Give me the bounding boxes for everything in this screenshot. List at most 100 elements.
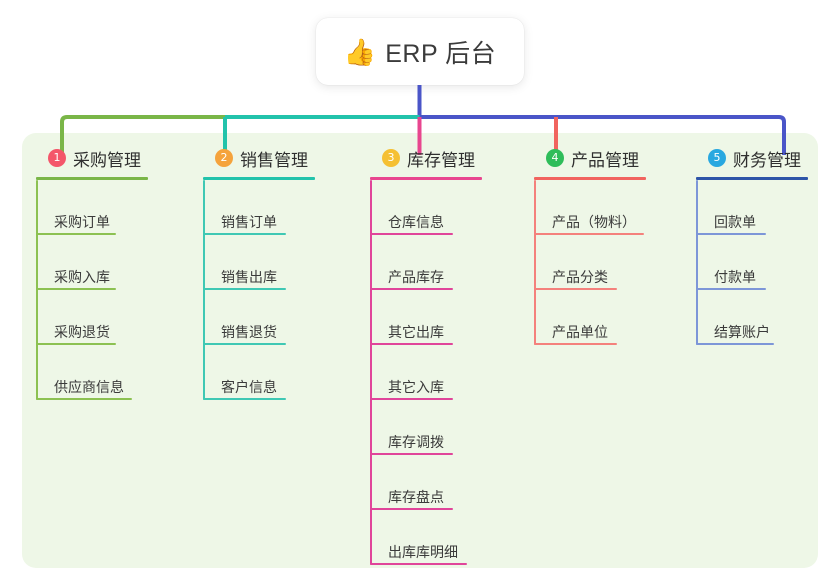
leaf-item-rule [203,343,286,345]
leaf-item[interactable]: 其它入库 [370,345,482,400]
leaf-item[interactable]: 销售退货 [203,290,315,345]
leaf-item-rule [534,343,617,345]
leaf-item-label: 库存盘点 [388,489,444,505]
column-rule-2 [203,177,315,180]
leaf-item-label: 采购入库 [54,269,110,285]
leaf-item[interactable]: 产品单位 [534,290,646,345]
leaf-item[interactable]: 库存调拨 [370,400,482,455]
leaf-item-label: 销售退货 [221,324,277,340]
leaf-item-label: 采购订单 [54,214,110,230]
leaf-item-rule [370,288,453,290]
leaf-item-rule [36,398,132,400]
leaf-list-2: 销售订单销售出库销售退货客户信息 [203,180,315,400]
leaf-item-label: 库存调拨 [388,434,444,450]
leaf-item-rule [370,453,453,455]
column-badge-1: 1 [48,149,66,167]
leaf-item-rule [696,288,766,290]
leaf-item-label: 回款单 [714,214,756,230]
leaf-spine-1 [36,180,38,400]
leaf-item-label: 采购退货 [54,324,110,340]
leaf-spine-4 [534,180,536,345]
column-rule-4 [534,177,646,180]
leaf-item-rule [696,233,766,235]
column-1: 1 采购管理采购订单采购入库采购退货供应商信息 [36,146,148,400]
leaf-item[interactable]: 采购订单 [36,180,148,235]
leaf-item-rule [36,343,116,345]
leaf-item[interactable]: 产品库存 [370,235,482,290]
leaf-item-rule [370,343,453,345]
leaf-item-label: 仓库信息 [388,214,444,230]
column-4: 4 产品管理产品（物料） 产品分类产品单位 [534,146,646,345]
leaf-item[interactable]: 产品（物料） [534,180,646,235]
column-header-1[interactable]: 1 采购管理 [36,146,148,170]
column-rule-3 [370,177,482,180]
leaf-item[interactable]: 客户信息 [203,345,315,400]
leaf-item-rule [370,233,453,235]
leaf-item[interactable]: 出库库明细 [370,510,482,565]
column-badge-2: 2 [215,149,233,167]
leaf-item-rule [370,398,453,400]
leaf-item-rule [696,343,774,345]
leaf-spine-3 [370,180,372,565]
leaf-item[interactable]: 回款单 [696,180,808,235]
leaf-item[interactable]: 付款单 [696,235,808,290]
leaf-item-label: 销售订单 [221,214,277,230]
column-header-3[interactable]: 3 库存管理 [370,146,482,170]
column-rule-1 [36,177,148,180]
leaf-item[interactable]: 库存盘点 [370,455,482,510]
leaf-item-rule [203,288,286,290]
leaf-item-rule [534,233,644,235]
leaf-item-label: 销售出库 [221,269,277,285]
leaf-item-label: 产品（物料） [552,214,636,230]
leaf-item-label: 其它出库 [388,324,444,340]
leaf-item-label: 产品库存 [388,269,444,285]
column-3: 3 库存管理仓库信息产品库存其它出库其它入库库存调拨库存盘点出库库明细 [370,146,482,565]
leaf-item[interactable]: 销售出库 [203,235,315,290]
leaf-item[interactable]: 销售订单 [203,180,315,235]
leaf-item-label: 客户信息 [221,379,277,395]
leaf-item-rule [36,233,116,235]
leaf-item-rule [370,508,453,510]
leaf-list-4: 产品（物料） 产品分类产品单位 [534,180,646,345]
column-badge-4: 4 [546,149,564,167]
column-title-3: 库存管理 [407,150,475,170]
leaf-item-rule [203,398,286,400]
root-node-card[interactable]: 👍 ERP 后台 [316,18,524,85]
column-title-4: 产品管理 [571,150,639,170]
leaf-item[interactable]: 采购入库 [36,235,148,290]
leaf-item-label: 付款单 [714,269,756,285]
leaf-item[interactable]: 采购退货 [36,290,148,345]
leaf-item-rule [36,288,116,290]
leaf-item[interactable]: 结算账户 [696,290,808,345]
leaf-item-rule [534,288,617,290]
leaf-list-5: 回款单付款单结算账户 [696,180,808,345]
column-title-5: 财务管理 [733,150,801,170]
column-title-2: 销售管理 [240,150,308,170]
column-2: 2 销售管理销售订单销售出库销售退货客户信息 [203,146,315,400]
leaf-item[interactable]: 其它出库 [370,290,482,345]
leaf-spine-5 [696,180,698,345]
thumbs-up-icon: 👍 [343,36,377,67]
diagram-background-panel [22,133,818,568]
column-rule-5 [696,177,808,180]
column-header-4[interactable]: 4 产品管理 [534,146,646,170]
leaf-list-3: 仓库信息产品库存其它出库其它入库库存调拨库存盘点出库库明细 [370,180,482,565]
leaf-spine-2 [203,180,205,400]
leaf-item-rule [370,563,467,565]
leaf-item-label: 结算账户 [714,324,770,340]
leaf-item[interactable]: 仓库信息 [370,180,482,235]
leaf-item-label: 出库库明细 [388,544,458,560]
root-node-title: ERP 后台 [385,39,497,68]
leaf-item[interactable]: 供应商信息 [36,345,148,400]
leaf-item[interactable]: 产品分类 [534,235,646,290]
leaf-item-label: 其它入库 [388,379,444,395]
leaf-item-label: 产品分类 [552,269,608,285]
column-badge-3: 3 [382,149,400,167]
leaf-item-rule [203,233,286,235]
leaf-item-label: 产品单位 [552,324,608,340]
leaf-list-1: 采购订单采购入库采购退货供应商信息 [36,180,148,400]
column-title-1: 采购管理 [73,150,141,170]
column-header-2[interactable]: 2 销售管理 [203,146,315,170]
